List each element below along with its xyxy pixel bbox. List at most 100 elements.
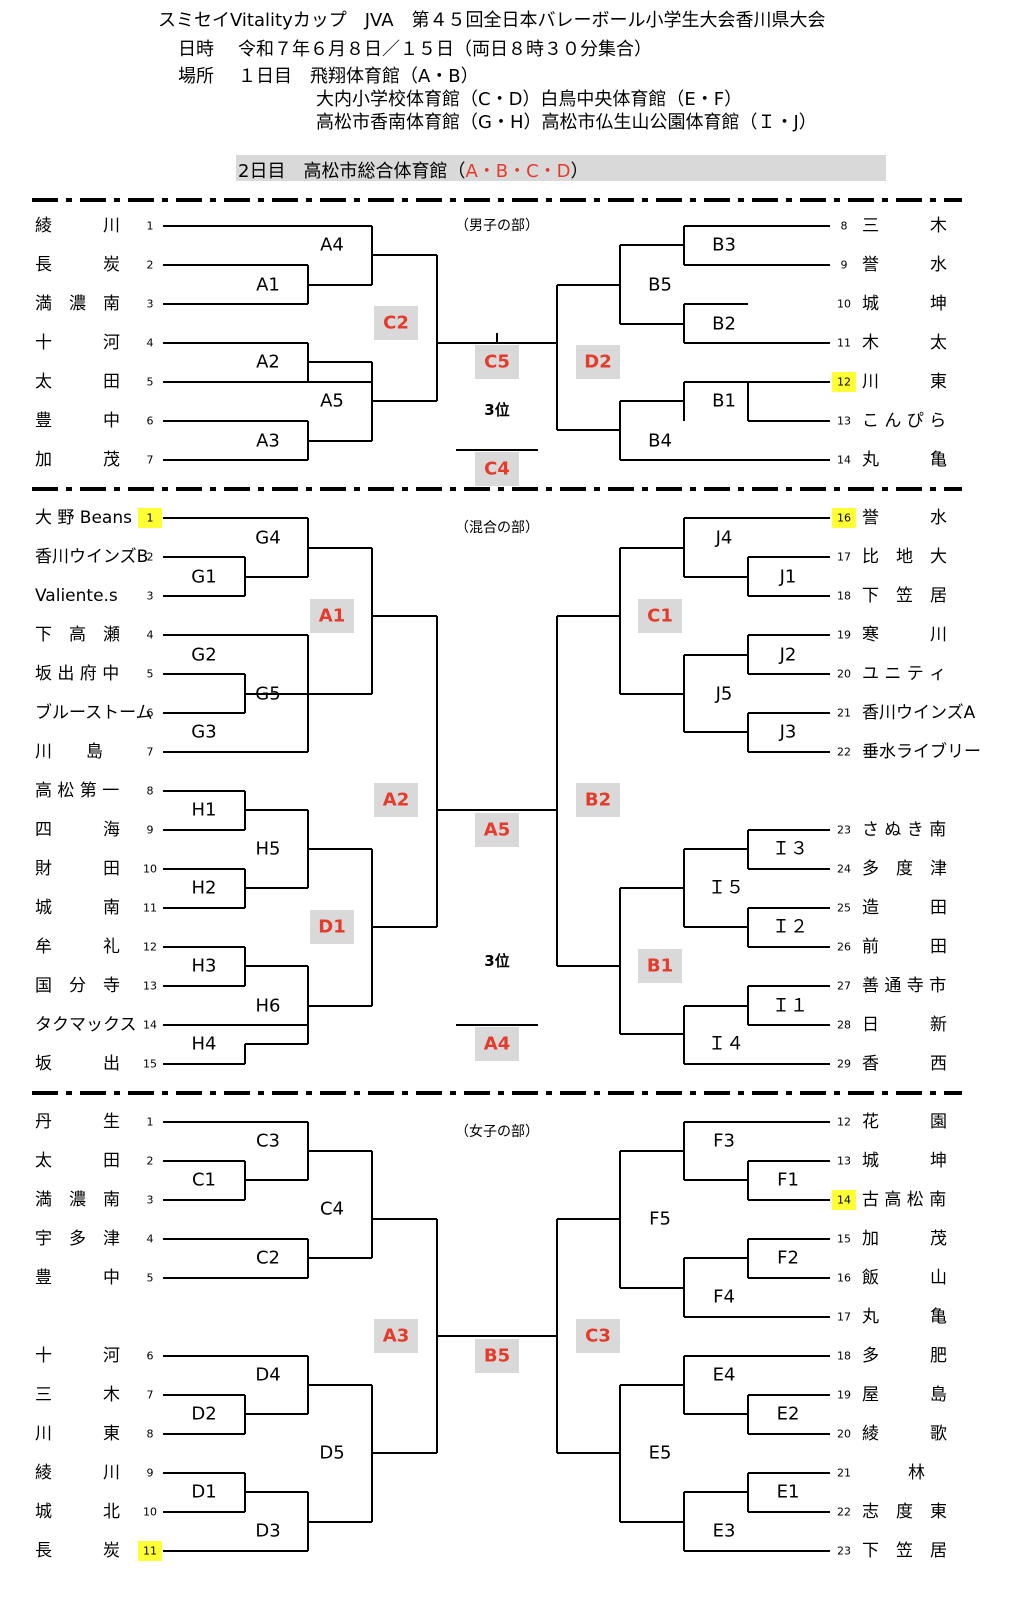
girls-seed-right-17: 17 (837, 1311, 851, 1324)
mixed-team-right-16: 誉 水 (862, 508, 947, 528)
boys-court-D2-box (576, 345, 620, 379)
mixed-seed-left-14: 14 (143, 1019, 157, 1032)
boys-final-court: C5 (484, 352, 510, 373)
mixed-match-16: Ｉ３ (772, 839, 808, 860)
boys-match-B3: B3 (712, 235, 736, 256)
mixed-team-right-18: 下 笠 居 (862, 586, 947, 606)
girls-court-C3-right-box (576, 1319, 620, 1353)
girls-team-right-17: 丸 亀 (862, 1307, 947, 1327)
mixed-team-right-24: 多 度 津 (862, 859, 947, 879)
girls-match-10: F1 (777, 1170, 799, 1191)
mixed-seed-right-28: 28 (837, 1019, 851, 1032)
mixed-seed-left-13: 13 (143, 980, 157, 993)
mixed-team-right-19: 寒 川 (862, 625, 947, 645)
girls-team-right-23: 下 笠 居 (862, 1541, 947, 1561)
mixed-team-right-21: 香川ウインズA (862, 703, 976, 723)
boys-team-left-3: 満 濃 南 (35, 294, 120, 314)
mixed-final-court: A5 (484, 820, 510, 841)
boys-seed-left-6: 6 (147, 415, 154, 428)
boys-seed-left-3: 3 (147, 298, 154, 311)
girls-team-left-4: 宇 多 津 (35, 1229, 120, 1249)
mixed-seed-right-27: 27 (837, 980, 851, 993)
mixed-court-B1: B1 (647, 956, 673, 977)
girls-final-court-box (475, 1339, 519, 1373)
mixed-team-right-26: 前 田 (862, 937, 947, 957)
mixed-seed-right-26: 26 (837, 941, 851, 954)
boys-team-right-14: 丸 亀 (862, 450, 947, 470)
boys-seed-right-10: 10 (837, 298, 851, 311)
venue-day1: １日目 飛翔体育館（A・B） (238, 66, 479, 87)
boys-seed-right-11: 11 (837, 337, 851, 350)
boys-match-A5: A5 (320, 391, 344, 412)
mixed-match-8: H3 (192, 956, 217, 977)
boys-court-D2: D2 (584, 352, 611, 373)
boys-match-A1: A1 (256, 275, 280, 296)
girls-seed-left-3: 3 (147, 1194, 154, 1207)
mixed-team-left-10: 財 田 (35, 859, 120, 879)
girls-match-3: C2 (256, 1248, 280, 1269)
boys-court-C2: C2 (383, 313, 409, 334)
boys-team-left-2: 長 炭 (35, 255, 120, 275)
mixed-title: （混合の部） (455, 520, 539, 536)
girls-team-right-16: 飯 山 (862, 1268, 947, 1288)
mixed-team-left-6: ブルーストーム (35, 702, 153, 723)
mixed-court-A2: A2 (383, 790, 409, 811)
girls-team-left-9: 綾 川 (35, 1463, 120, 1483)
mixed-team-right-20: ユ ニ テ ィ (862, 664, 946, 684)
mixed-court-B2: B2 (585, 790, 611, 811)
boys-seed-left-1: 1 (147, 220, 154, 233)
boys-team-left-5: 太 田 (35, 372, 120, 392)
mixed-match-20: Ｉ４ (708, 1034, 744, 1055)
girls-match-12: F2 (777, 1248, 799, 1269)
girls-seed-right-22: 22 (837, 1506, 851, 1519)
mixed-match-0: G4 (255, 528, 280, 549)
girls-seed-right-20: 20 (837, 1428, 851, 1441)
boys-title: （男子の部） (455, 218, 539, 234)
girls-final-court: B5 (484, 1346, 510, 1367)
boys-highlight-12 (832, 372, 856, 392)
mixed-third-court: A4 (484, 1034, 510, 1055)
boys-seed-left-2: 2 (147, 259, 154, 272)
mixed-highlight-1 (138, 508, 162, 528)
mixed-final-court-box (475, 813, 519, 847)
mixed-team-left-14: タクマックス (35, 1015, 137, 1035)
mixed-seed-left-9: 9 (147, 824, 154, 837)
boys-seed-right-8: 8 (841, 220, 848, 233)
girls-match-6: D5 (319, 1443, 344, 1464)
girls-title: （女子の部） (455, 1123, 539, 1140)
girls-seed-left-4: 4 (147, 1233, 154, 1246)
mixed-third-place-label: 3位 (484, 952, 509, 970)
girls-team-right-15: 加 茂 (862, 1229, 947, 1249)
girls-seed-left-8: 8 (147, 1428, 154, 1441)
boys-team-left-7: 加 茂 (35, 450, 120, 470)
mixed-seed-right-21: 21 (837, 707, 851, 720)
mixed-team-left-13: 国 分 寺 (35, 976, 120, 996)
girls-team-left-5: 豊 中 (35, 1268, 120, 1288)
boys-match-B2: B2 (712, 314, 736, 335)
mixed-court-A2-box (374, 783, 418, 817)
mixed-court-D1: D1 (318, 917, 345, 938)
girls-team-right-20: 綾 歌 (862, 1424, 947, 1444)
mixed-match-11: J4 (715, 528, 733, 549)
mixed-seed-left-11: 11 (143, 902, 157, 915)
girls-court-A3: A3 (383, 1326, 409, 1347)
mixed-match-6: H5 (256, 839, 281, 860)
venue-day2-prefix: 2日目 高松市総合体育館（ (238, 161, 466, 182)
mixed-match-5: H1 (192, 800, 217, 821)
girls-seed-right-12: 12 (837, 1116, 851, 1129)
mixed-seed-left-1: 1 (147, 512, 154, 525)
venue-day2-suffix: ） (570, 161, 589, 182)
girls-match-4: D4 (255, 1365, 280, 1386)
girls-highlight-11 (138, 1541, 162, 1561)
boys-team-right-11: 木 太 (862, 333, 947, 353)
mixed-seed-right-19: 19 (837, 629, 851, 642)
boys-match-B4: B4 (648, 431, 672, 452)
girls-match-5: D2 (191, 1404, 216, 1425)
mixed-team-left-9: 四 海 (35, 820, 120, 840)
boys-seed-right-13: 13 (837, 415, 851, 428)
girls-court-A3-box (374, 1319, 418, 1353)
mixed-seed-right-23: 23 (837, 824, 851, 837)
girls-seed-right-21: 21 (837, 1467, 851, 1480)
mixed-seed-left-3: 3 (147, 590, 154, 603)
girls-match-14: E4 (713, 1365, 736, 1386)
